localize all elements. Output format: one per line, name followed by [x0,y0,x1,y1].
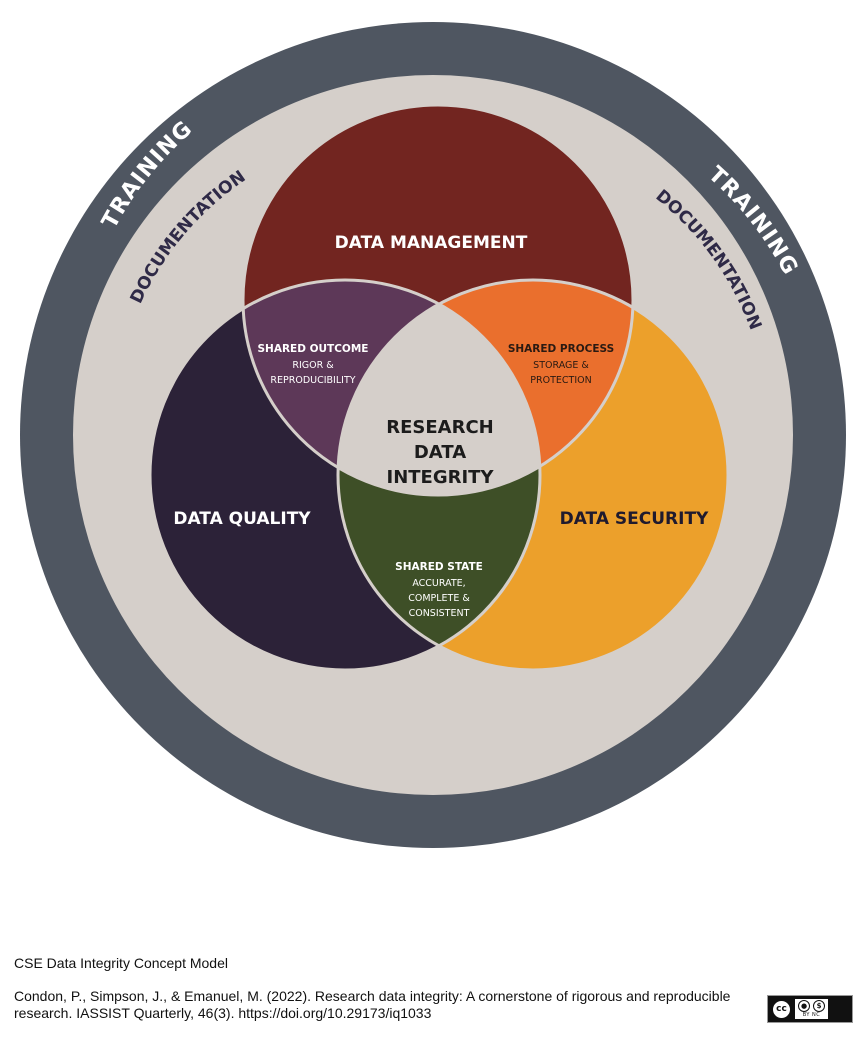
shared-process-title: SHARED PROCESS [508,343,614,355]
person-icon: ● [798,1000,810,1012]
cc-attribution-panel: ● $ BY NC [795,999,828,1019]
figure-caption-title: CSE Data Integrity Concept Model [14,955,228,971]
quality-outline [148,278,542,672]
by-tag: BY [802,1012,810,1018]
security-outline [336,278,730,672]
nc-tag: NC [812,1012,821,1018]
research-label: RESEARCH [386,417,493,438]
data-label: DATA [414,442,466,463]
concept-model-diagram: TRAINING TRAINING DOCUMENTATION DOCUMENT… [20,22,846,848]
caption-block: CSE Data Integrity Concept Model Condon,… [14,955,854,1022]
cc-by-nc-icon: cc ● $ BY NC [767,995,853,1023]
data-security-label: DATA SECURITY [560,509,709,529]
shared-state-line1: ACCURATE, [412,578,465,589]
shared-state-line3: CONSISTENT [409,608,470,619]
shared-process-line1: STORAGE & [533,360,589,371]
shared-outcome-title: SHARED OUTCOME [258,343,369,355]
management-outline [241,103,635,497]
shared-process-line2: PROTECTION [530,375,591,386]
data-management-label: DATA MANAGEMENT [335,233,528,253]
shared-outcome-line2: REPRODUCIBILITY [270,375,355,386]
cc-logo-icon: cc [771,998,792,1020]
no-dollar-icon: $ [813,1000,825,1012]
shared-outcome-line1: RIGOR & [292,360,334,371]
data-quality-label: DATA QUALITY [173,509,311,529]
integrity-label: INTEGRITY [387,467,495,488]
shared-state-line2: COMPLETE & [408,593,470,604]
citation-text: Condon, P., Simpson, J., & Emanuel, M. (… [14,988,731,1021]
shared-state-title: SHARED STATE [395,561,483,573]
